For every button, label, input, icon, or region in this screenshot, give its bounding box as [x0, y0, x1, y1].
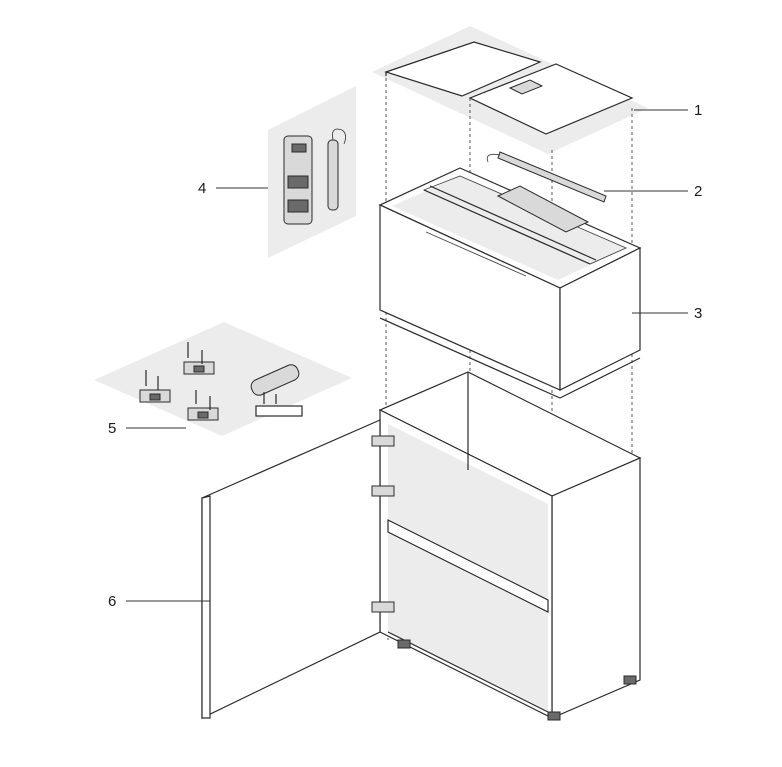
- cabinet-door: [201, 419, 381, 719]
- callout-1-label: 1: [694, 102, 703, 119]
- filter-heater-part: [268, 86, 356, 258]
- callout-4-label: 4: [198, 180, 207, 197]
- callout-2-label: 2: [694, 183, 703, 200]
- callout-5-label: 5: [108, 420, 117, 437]
- door-hinges: [371, 435, 395, 613]
- hinge-group-b: [183, 342, 215, 375]
- callout-3-label: 3: [694, 305, 703, 322]
- light-tube-part: [486, 151, 607, 203]
- cabinet-part: [201, 371, 642, 721]
- aquarium-tank-part: [378, 167, 642, 399]
- cabinet-latch: [250, 364, 303, 417]
- leader-lines: [126, 109, 688, 602]
- hinge-kit-part: [94, 322, 352, 436]
- lid-part: [372, 26, 648, 154]
- hinge-group-a: [139, 370, 171, 403]
- hinge-group-c: [187, 390, 219, 421]
- callout-6-label: 6: [108, 593, 117, 610]
